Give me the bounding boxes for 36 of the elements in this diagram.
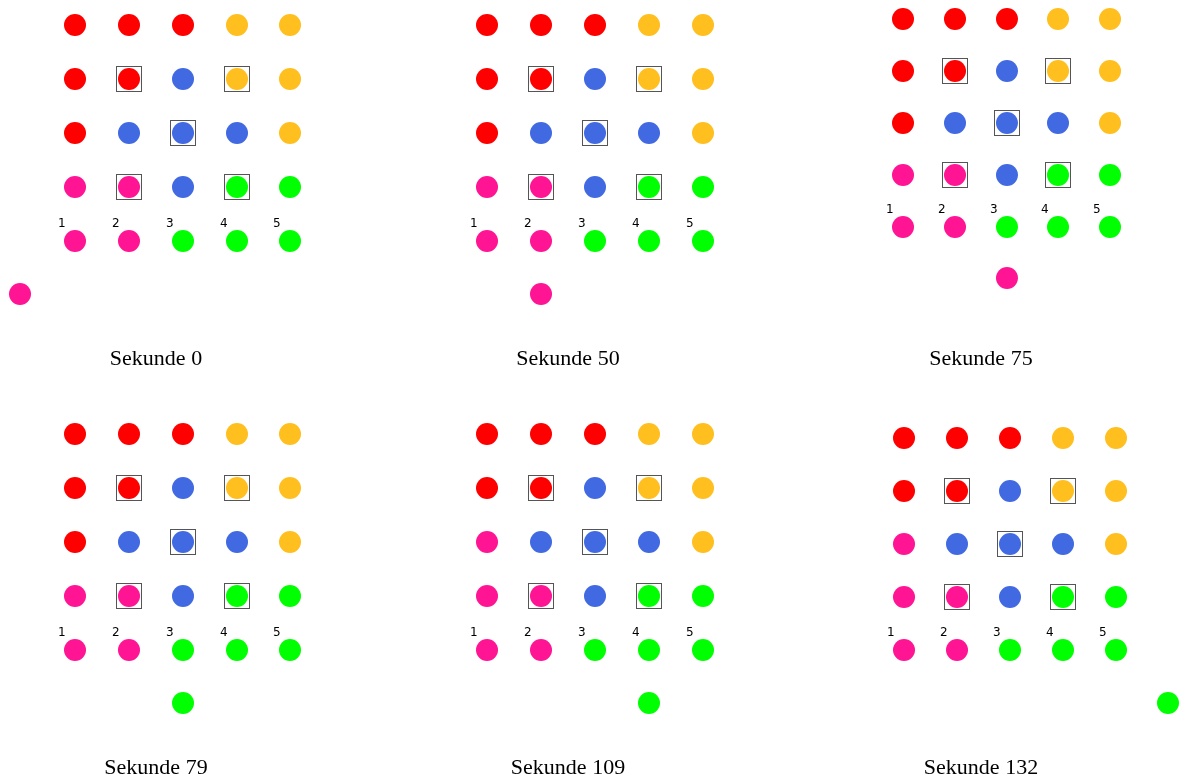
column-number: 2 [940, 626, 948, 638]
column-number: 2 [112, 626, 120, 638]
column-number: 3 [993, 626, 1001, 638]
column-number: 5 [686, 626, 694, 638]
column-number: 5 [1099, 626, 1107, 638]
column-number: 4 [1046, 626, 1054, 638]
caption: Sekunde 0 [109, 347, 203, 369]
column-number: 2 [938, 203, 946, 215]
column-number: 1 [470, 217, 478, 229]
column-number: 1 [58, 217, 66, 229]
column-number: 3 [578, 217, 586, 229]
column-number: 2 [524, 626, 532, 638]
caption: Sekunde 50 [516, 347, 620, 369]
column-number: 4 [220, 217, 228, 229]
column-number: 3 [166, 626, 174, 638]
column-number: 3 [990, 203, 998, 215]
column-number: 2 [112, 217, 120, 229]
caption: Sekunde 109 [510, 756, 626, 778]
column-number: 5 [1093, 203, 1101, 215]
column-number: 4 [632, 626, 640, 638]
caption: Sekunde 132 [923, 756, 1039, 778]
column-number: 1 [58, 626, 66, 638]
column-number: 2 [524, 217, 532, 229]
column-number: 1 [887, 626, 895, 638]
column-number: 3 [578, 626, 586, 638]
column-number: 5 [273, 217, 281, 229]
column-number: 5 [273, 626, 281, 638]
caption: Sekunde 75 [929, 347, 1033, 369]
column-number: 5 [686, 217, 694, 229]
caption: Sekunde 79 [104, 756, 208, 778]
column-number: 1 [886, 203, 894, 215]
column-number: 4 [1041, 203, 1049, 215]
column-number: 4 [220, 626, 228, 638]
column-number: 3 [166, 217, 174, 229]
column-number: 1 [470, 626, 478, 638]
column-number: 4 [632, 217, 640, 229]
